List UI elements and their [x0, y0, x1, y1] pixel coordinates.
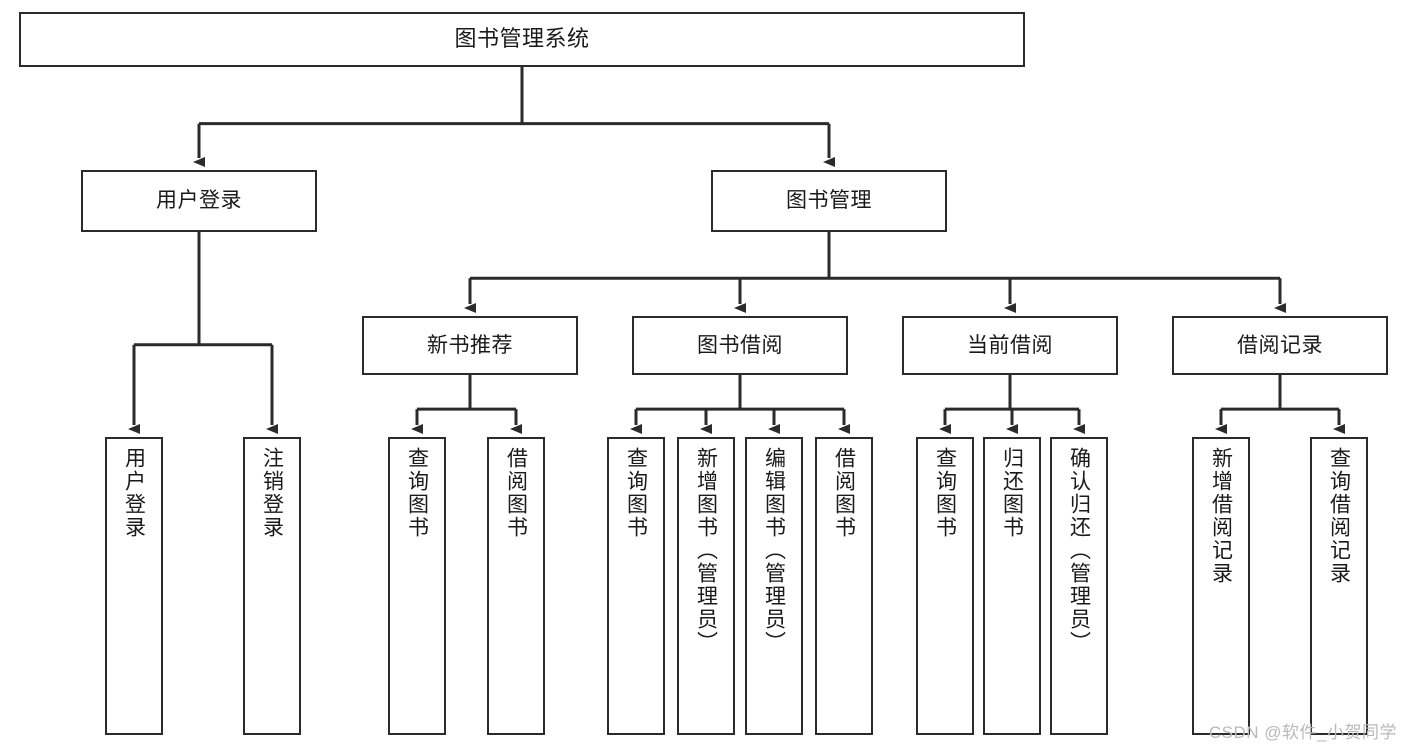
node-label: 借阅图书 — [504, 447, 528, 539]
node-label: 查询借阅记录 — [1327, 447, 1351, 585]
node-label: 注销登录 — [260, 447, 284, 539]
node-leaf-query-record[interactable]: 查询借阅记录 — [1310, 437, 1368, 735]
node-leaf-borrow-book-1[interactable]: 借阅图书 — [487, 437, 545, 735]
node-label: 用户登录 — [156, 189, 242, 213]
node-label: 编辑图书（管理员） — [762, 447, 786, 654]
node-label: 归还图书 — [1000, 447, 1024, 539]
node-leaf-add-record[interactable]: 新增借阅记录 — [1192, 437, 1250, 735]
node-leaf-borrow-book-2[interactable]: 借阅图书 — [815, 437, 873, 735]
node-label: 图书借阅 — [697, 333, 783, 357]
node-book-manage[interactable]: 图书管理 — [711, 170, 947, 232]
node-leaf-logout[interactable]: 注销登录 — [243, 437, 301, 735]
node-label: 新增图书（管理员） — [694, 447, 718, 654]
node-label: 新增借阅记录 — [1209, 447, 1233, 585]
node-label: 借阅记录 — [1237, 333, 1323, 357]
node-leaf-query-book-2[interactable]: 查询图书 — [607, 437, 665, 735]
node-user-login[interactable]: 用户登录 — [81, 170, 317, 232]
node-leaf-confirm-return[interactable]: 确认归还（管理员） — [1050, 437, 1108, 735]
node-label: 图书管理 — [786, 189, 872, 213]
node-leaf-return-book[interactable]: 归还图书 — [983, 437, 1041, 735]
node-borrow-record[interactable]: 借阅记录 — [1172, 316, 1388, 375]
node-root[interactable]: 图书管理系统 — [19, 12, 1025, 67]
node-leaf-query-book-1[interactable]: 查询图书 — [388, 437, 446, 735]
node-current-borrow[interactable]: 当前借阅 — [902, 316, 1118, 375]
node-label: 图书管理系统 — [454, 26, 590, 52]
node-book-borrow[interactable]: 图书借阅 — [632, 316, 848, 375]
node-label: 用户登录 — [122, 447, 146, 539]
node-label: 查询图书 — [933, 447, 957, 539]
node-label: 查询图书 — [405, 447, 429, 539]
node-label: 借阅图书 — [832, 447, 856, 539]
node-leaf-user-login[interactable]: 用户登录 — [105, 437, 163, 735]
node-label: 当前借阅 — [967, 333, 1053, 357]
node-leaf-query-book-3[interactable]: 查询图书 — [916, 437, 974, 735]
node-leaf-edit-book[interactable]: 编辑图书（管理员） — [745, 437, 803, 735]
node-label: 查询图书 — [624, 447, 648, 539]
node-label: 新书推荐 — [427, 333, 513, 357]
node-label: 确认归还（管理员） — [1067, 447, 1091, 654]
node-new-book-rec[interactable]: 新书推荐 — [362, 316, 578, 375]
node-leaf-add-book[interactable]: 新增图书（管理员） — [677, 437, 735, 735]
